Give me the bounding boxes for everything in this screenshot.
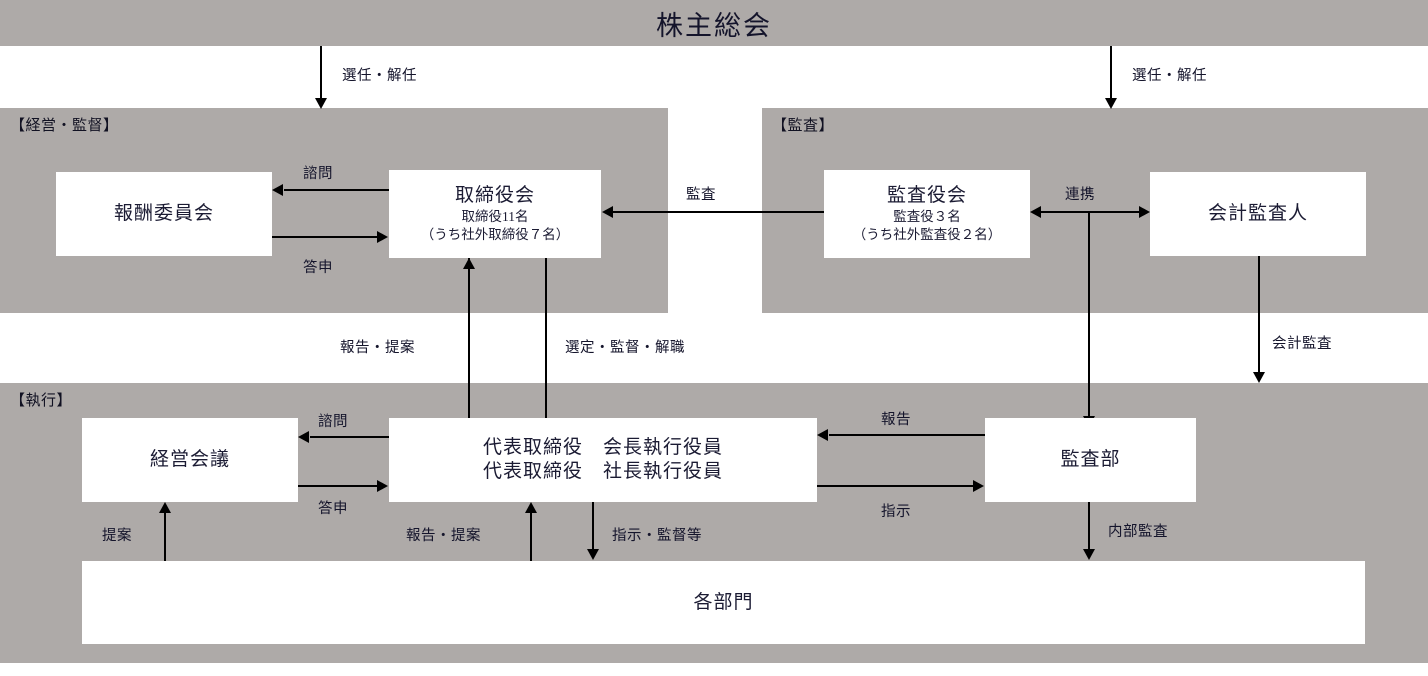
box-representative-directors-chairman: 代表取締役 会長執行役員: [482, 437, 723, 459]
box-accounting-auditor-title: 会計監査人: [1207, 203, 1308, 225]
edge-instruct-supervise-line: [592, 502, 594, 552]
edge-appoint-dismiss-left-label: 選任・解任: [342, 68, 417, 84]
edge-reply-bottom-line: [298, 485, 377, 487]
edge-select-supervise-dismiss-label: 選定・監督・解職: [565, 340, 685, 356]
edge-audit-mid-arrowhead: [602, 206, 613, 218]
edge-reply-bottom-label: 答申: [318, 501, 348, 517]
edge-accounting-audit-label: 会計監査: [1272, 336, 1332, 352]
edge-internal-audit-arrowhead: [1083, 549, 1095, 560]
edge-proposal-label: 提案: [102, 528, 132, 544]
edge-audit-mid-line: [613, 211, 824, 213]
edge-report-label: 報告: [881, 412, 911, 428]
box-management-meeting: 経営会議: [82, 418, 298, 502]
edge-cooperation-arrowhead-right: [1139, 206, 1150, 218]
edge-appoint-dismiss-left-line: [320, 46, 322, 100]
box-audit-supervisory-board: 監査役会 監査役３名 （うち社外監査役２名）: [824, 170, 1030, 258]
box-compensation-committee-title: 報酬委員会: [113, 203, 214, 225]
edge-instruction-arrowhead: [973, 480, 984, 492]
edge-reply-top-line: [272, 236, 377, 238]
box-board-of-directors-title: 取締役会: [454, 184, 535, 206]
edge-instruct-supervise-label: 指示・監督等: [612, 528, 702, 544]
panel-execution-label: 【執行】: [10, 393, 73, 409]
edge-report-proposal-upper-line: [468, 258, 470, 433]
shareholders-meeting-label: 株主総会: [656, 10, 772, 41]
edge-appoint-dismiss-right-label: 選任・解任: [1132, 68, 1207, 84]
shareholders-meeting-header: 株主総会: [0, 0, 1428, 46]
edge-cooperation-label: 連携: [1065, 187, 1095, 203]
box-divisions: 各部門: [82, 561, 1365, 644]
edge-appoint-dismiss-left-arrowhead: [315, 98, 327, 109]
edge-internal-audit-line: [1088, 502, 1090, 554]
edge-consult-bottom-arrowhead: [298, 431, 309, 443]
edge-report-proposal-lower-line: [530, 509, 532, 561]
edge-internal-audit-label: 内部監査: [1108, 524, 1168, 540]
edge-proposal-line: [164, 509, 166, 561]
edge-accounting-audit-line: [1258, 256, 1260, 374]
edge-consult-top-arrowhead: [272, 184, 283, 196]
box-representative-directors-president: 代表取締役 社長執行役員: [482, 461, 723, 482]
edge-appoint-dismiss-right-line: [1110, 46, 1112, 100]
edge-report-proposal-upper-arrowhead: [463, 258, 475, 269]
edge-report-proposal-lower-arrowhead: [525, 502, 537, 513]
box-audit-department: 監査部: [985, 418, 1196, 502]
box-audit-supervisory-board-outside-count: （うち社外監査役２名）: [852, 226, 1002, 242]
edge-cooperation-line: [1041, 211, 1139, 213]
edge-report-proposal-upper-label: 報告・提案: [340, 340, 415, 356]
edge-audit-mid-label: 監査: [686, 187, 716, 203]
edge-consult-bottom-line: [310, 436, 389, 438]
edge-appoint-dismiss-right-arrowhead: [1105, 98, 1117, 109]
edge-accounting-audit-arrowhead: [1253, 372, 1265, 383]
box-accounting-auditor: 会計監査人: [1150, 172, 1366, 256]
box-audit-supervisory-board-title: 監査役会: [886, 184, 967, 206]
box-management-meeting-title: 経営会議: [149, 449, 230, 471]
edge-reply-top-arrowhead: [377, 231, 388, 243]
box-audit-supervisory-board-count: 監査役３名: [893, 208, 961, 224]
edge-consult-top-label: 諮問: [303, 166, 333, 182]
box-divisions-title: 各部門: [693, 591, 754, 613]
edge-instruct-supervise-arrowhead: [587, 549, 599, 560]
edge-instruction-line: [817, 485, 973, 487]
edge-reply-top-label: 答申: [303, 260, 333, 276]
box-representative-directors: 代表取締役 会長執行役員 代表取締役 社長執行役員: [389, 418, 817, 502]
box-board-of-directors: 取締役会 取締役11名 （うち社外取締役７名）: [389, 170, 601, 258]
box-audit-department-title: 監査部: [1060, 449, 1121, 471]
box-compensation-committee: 報酬委員会: [56, 172, 272, 256]
panel-management-supervision-label: 【経営・監督】: [10, 118, 119, 134]
edge-reply-bottom-arrowhead: [377, 480, 388, 492]
edge-proposal-arrowhead: [159, 502, 171, 513]
edge-report-arrowhead: [817, 429, 828, 441]
edge-select-supervise-dismiss-line: [545, 258, 547, 420]
edge-report-line: [829, 434, 985, 436]
edge-consult-bottom-label: 諮問: [318, 414, 348, 430]
box-board-of-directors-outside-count: （うち社外取締役７名）: [420, 226, 570, 242]
edge-cooperation-arrowhead-left: [1030, 206, 1041, 218]
edge-auditboard-to-auditdept-line: [1088, 211, 1090, 418]
edge-consult-top-line: [284, 189, 389, 191]
edge-instruction-label: 指示: [881, 504, 911, 520]
box-board-of-directors-count: 取締役11名: [461, 208, 529, 224]
panel-audit-label: 【監査】: [772, 118, 835, 134]
edge-report-proposal-lower-label: 報告・提案: [406, 528, 481, 544]
